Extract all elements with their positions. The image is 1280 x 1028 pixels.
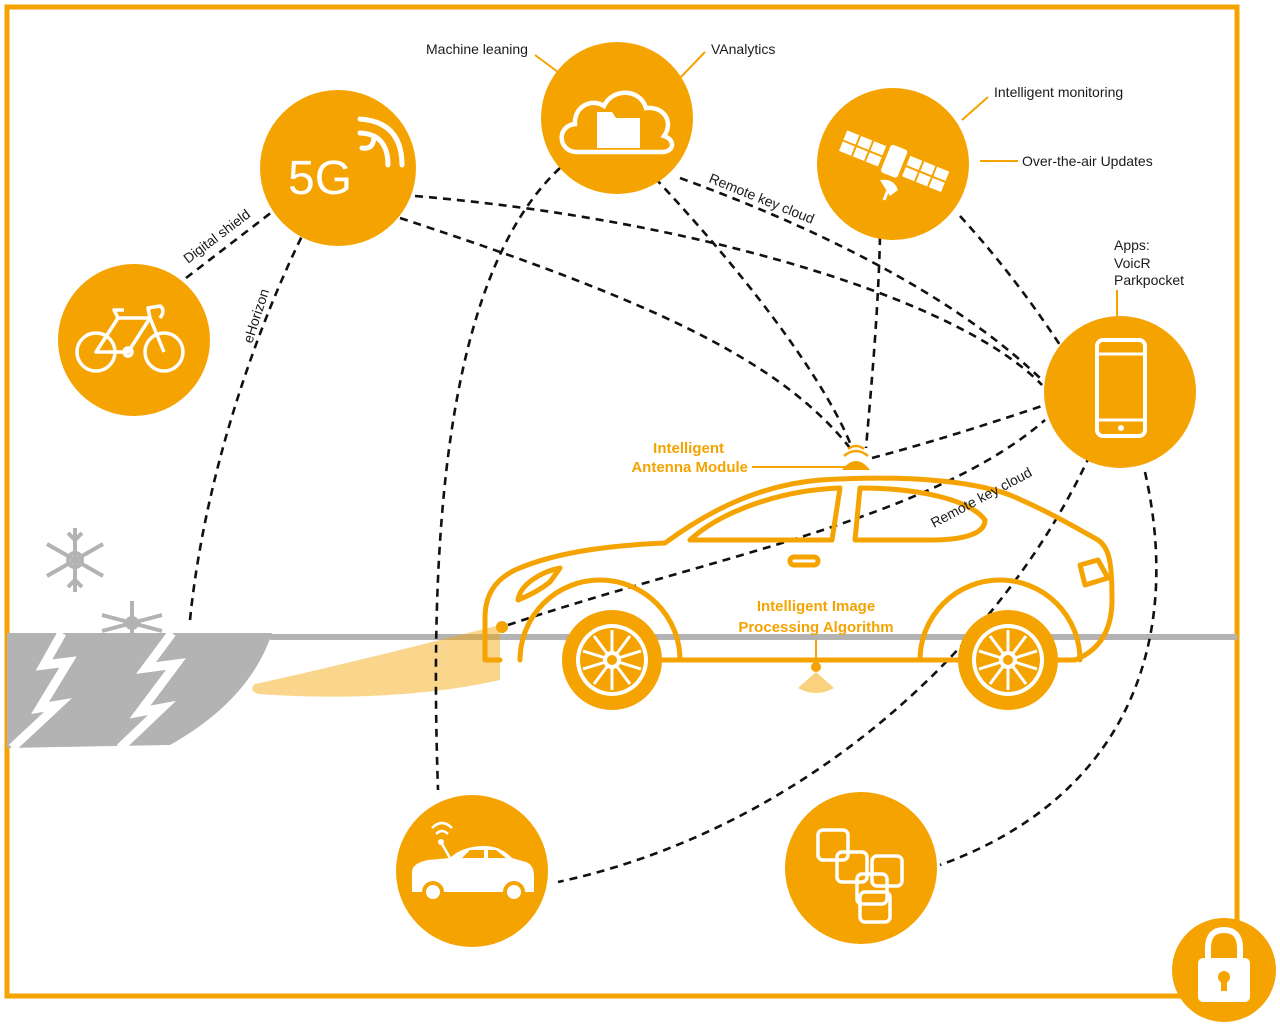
snowflake-icon xyxy=(101,601,163,635)
satellite-icon xyxy=(839,130,950,201)
satellite-node[interactable] xyxy=(817,88,969,240)
snowflake-icon xyxy=(46,528,104,592)
5g-node[interactable]: 5G xyxy=(260,90,416,246)
label-apps-parkpocket: Parkpocket xyxy=(1114,272,1184,288)
blocks-node[interactable] xyxy=(785,792,937,944)
label-machine-learning: Machine leaning xyxy=(426,41,528,57)
label-intelligent-monitoring: Intelligent monitoring xyxy=(994,84,1123,100)
linked-squares-icon xyxy=(816,828,904,924)
padlock-icon xyxy=(1198,926,1250,1002)
label-apps-voicr: VoicR xyxy=(1114,255,1151,271)
connected-car-node[interactable] xyxy=(396,795,548,947)
connected-car-icon xyxy=(412,821,534,903)
antenna-module xyxy=(842,444,870,470)
connection-lines xyxy=(185,167,1158,884)
front-wheel xyxy=(562,610,662,710)
bicycle-node[interactable] xyxy=(58,264,210,416)
wireless-signal-icon xyxy=(357,116,405,168)
label-antenna-line2: Antenna Module xyxy=(631,459,748,476)
label-image-line1: Intelligent Image xyxy=(757,598,875,615)
label-remote-key-cloud-top: Remote key cloud xyxy=(707,170,817,227)
smartphone-icon xyxy=(1095,338,1147,438)
label-image-line2: Processing Algorithm xyxy=(738,619,893,636)
label-apps-title: Apps: xyxy=(1114,237,1150,253)
label-antenna-line1: Intelligent xyxy=(653,440,724,457)
headlight-beam xyxy=(252,625,500,697)
image-sensor xyxy=(798,662,834,693)
bicycle-icon xyxy=(75,304,185,373)
headlight-sensor xyxy=(496,621,508,633)
5g-label: 5G xyxy=(288,152,352,205)
cloud-node[interactable] xyxy=(541,42,693,194)
diagram-frame xyxy=(4,4,1240,999)
label-vanalytics: VAnalytics xyxy=(711,41,775,57)
phone-node[interactable] xyxy=(1044,316,1196,468)
label-ota-updates: Over-the-air Updates xyxy=(1022,153,1153,169)
cloud-folder-icon xyxy=(559,90,675,155)
rear-wheel xyxy=(958,610,1058,710)
lock-node[interactable] xyxy=(1172,918,1276,1022)
